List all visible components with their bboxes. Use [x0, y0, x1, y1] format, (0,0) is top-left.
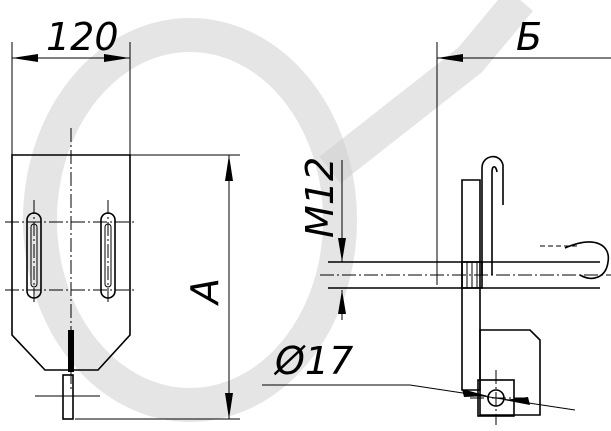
side-offset-dimension-label: Б — [516, 15, 542, 59]
watermark — [23, 0, 534, 422]
front-view — [5, 42, 240, 420]
hole-diameter-label: Ø17 — [273, 339, 353, 383]
side-view — [262, 42, 611, 425]
thread-dimension-label: M12 — [298, 157, 342, 238]
height-dimension-label: A — [183, 278, 227, 307]
width-dimension-label: 120 — [46, 15, 119, 59]
